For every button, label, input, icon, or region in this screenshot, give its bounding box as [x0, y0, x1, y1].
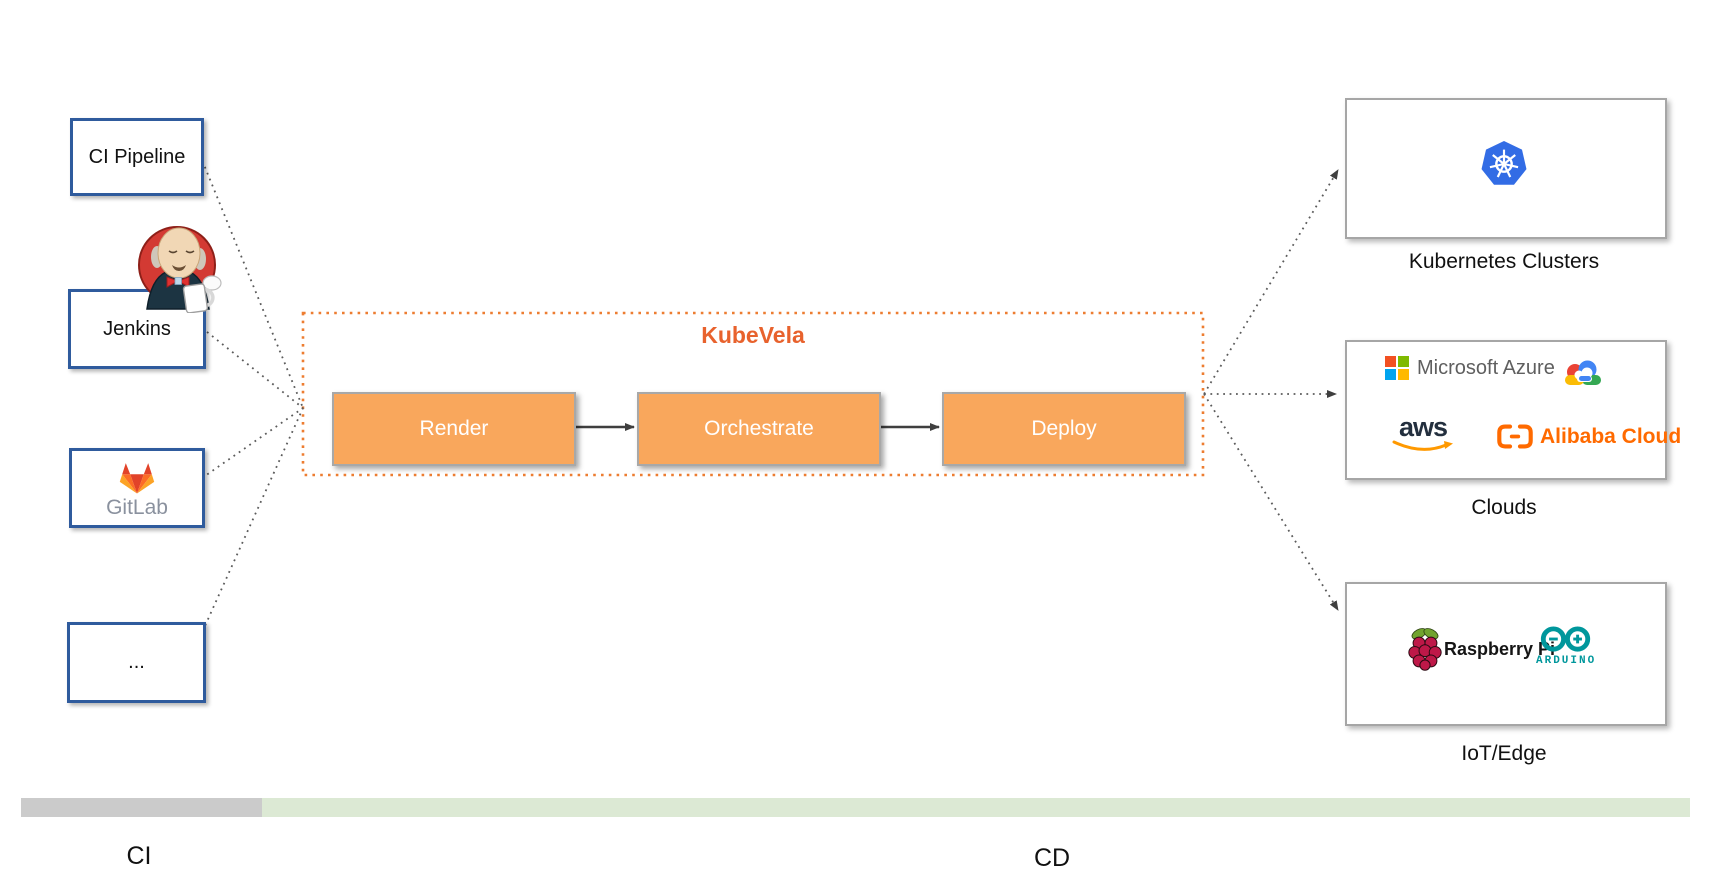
- raspberry-pi-label: Raspberry Pi: [1444, 638, 1556, 659]
- gitlab-logo-icon: [119, 462, 155, 493]
- aws-logo-icon: aws: [1392, 412, 1454, 454]
- step-render: Render: [332, 392, 576, 466]
- connector-jenkins-to-kubevela: [201, 327, 304, 409]
- gitlab-label: GitLab: [106, 495, 168, 519]
- connector-gitlab-to-kubevela: [201, 407, 304, 479]
- arduino-logo-icon: ARDUINO: [1536, 624, 1596, 667]
- kubevela-title: KubeVela: [701, 322, 805, 348]
- iot-edge-label: IoT/Edge: [1461, 742, 1547, 765]
- microsoft-squares-icon: [1385, 356, 1409, 380]
- raspberry-icon: [1408, 628, 1442, 671]
- step-render-label: Render: [419, 417, 489, 440]
- kubernetes-clusters-label: Kubernetes Clusters: [1408, 250, 1600, 273]
- raspberry-pi-logo-icon: Raspberry Pi: [1408, 626, 1555, 672]
- jenkins-mascot-icon: [138, 226, 222, 313]
- more-sources-box: ...: [67, 622, 206, 703]
- alibaba-brackets-icon: [1497, 424, 1533, 449]
- connector-kubevela-to-iot: [1203, 393, 1339, 611]
- connector-kubevela-to-kubernetes: [1203, 169, 1339, 395]
- cd-phase-label: CD: [1033, 844, 1071, 872]
- cd-bar-segment: [262, 798, 1690, 817]
- connector-more-to-kubevela: [199, 407, 304, 638]
- aws-label: aws: [1398, 412, 1448, 442]
- microsoft-azure-label: Microsoft Azure: [1417, 356, 1555, 379]
- clouds-label: Clouds: [1471, 496, 1537, 519]
- iot-edge-box: [1345, 582, 1667, 726]
- ci-pipeline-label: CI Pipeline: [88, 145, 186, 168]
- connector-ci-pipeline-to-kubevela: [199, 154, 304, 409]
- kubernetes-logo-icon: [1481, 140, 1527, 185]
- gitlab-box: GitLab: [69, 448, 205, 528]
- step-orchestrate-label: Orchestrate: [704, 417, 814, 440]
- microsoft-azure-logo-icon: Microsoft Azure: [1385, 356, 1555, 380]
- alibaba-cloud-logo-icon: Alibaba Cloud: [1496, 423, 1681, 450]
- ci-pipeline-box: CI Pipeline: [70, 118, 204, 196]
- step-orchestrate: Orchestrate: [637, 392, 881, 466]
- ci-phase-label: CI: [126, 842, 152, 870]
- google-cloud-logo-icon: [1565, 360, 1601, 385]
- jenkins-label: Jenkins: [103, 317, 171, 340]
- ci-bar-segment: [21, 798, 262, 817]
- alibaba-cloud-label: Alibaba Cloud: [1540, 424, 1682, 448]
- step-deploy-label: Deploy: [1031, 417, 1097, 440]
- arduino-label: ARDUINO: [1536, 655, 1597, 667]
- more-sources-label: ...: [128, 651, 145, 673]
- arduino-infinity-icon: [1540, 626, 1591, 652]
- step-deploy: Deploy: [942, 392, 1186, 466]
- aws-smile-icon: [1392, 440, 1453, 452]
